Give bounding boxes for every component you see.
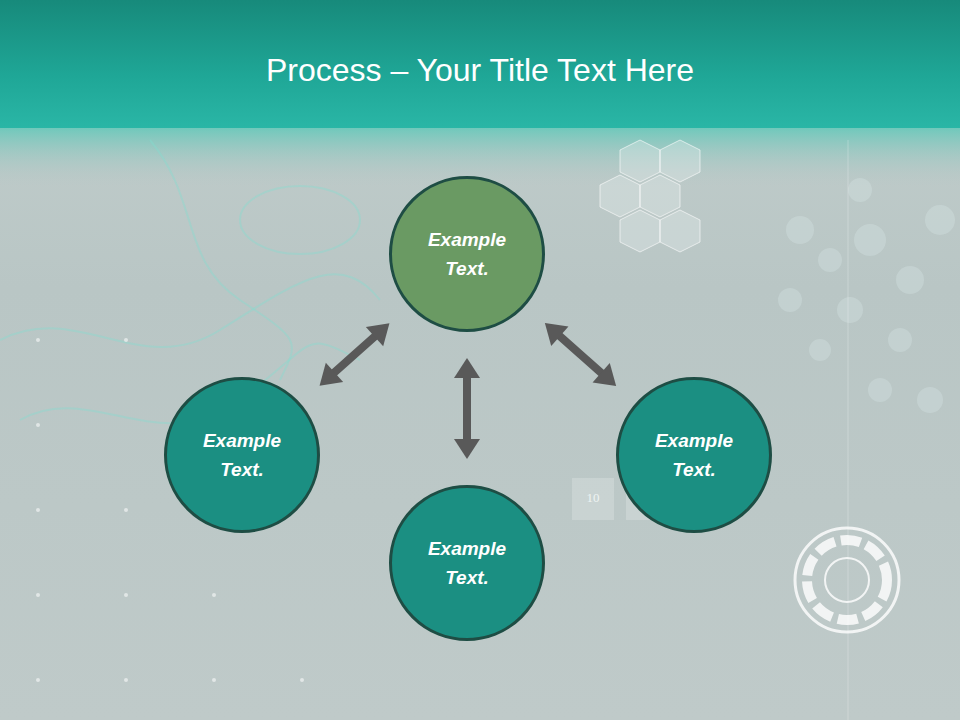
circle-outline xyxy=(164,377,320,533)
process-circle: Example Text. xyxy=(616,377,772,533)
process-circle: Example Text. xyxy=(389,176,545,332)
process-circle: Example Text. xyxy=(164,377,320,533)
circle-outline xyxy=(389,485,545,641)
node-text: Example Text. xyxy=(639,426,749,484)
node-text: Example Text. xyxy=(187,426,297,484)
process-circle: Example Text. xyxy=(389,485,545,641)
double-arrow xyxy=(454,358,480,459)
slide-title: Process – Your Title Text Here xyxy=(0,52,960,89)
circle-outline xyxy=(616,377,772,533)
background-number: 10 xyxy=(572,490,614,506)
double-arrow xyxy=(545,323,616,386)
node-text: Example Text. xyxy=(412,225,522,283)
double-arrow xyxy=(320,323,390,385)
node-text: Example Text. xyxy=(412,534,522,592)
circle-outline xyxy=(389,176,545,332)
